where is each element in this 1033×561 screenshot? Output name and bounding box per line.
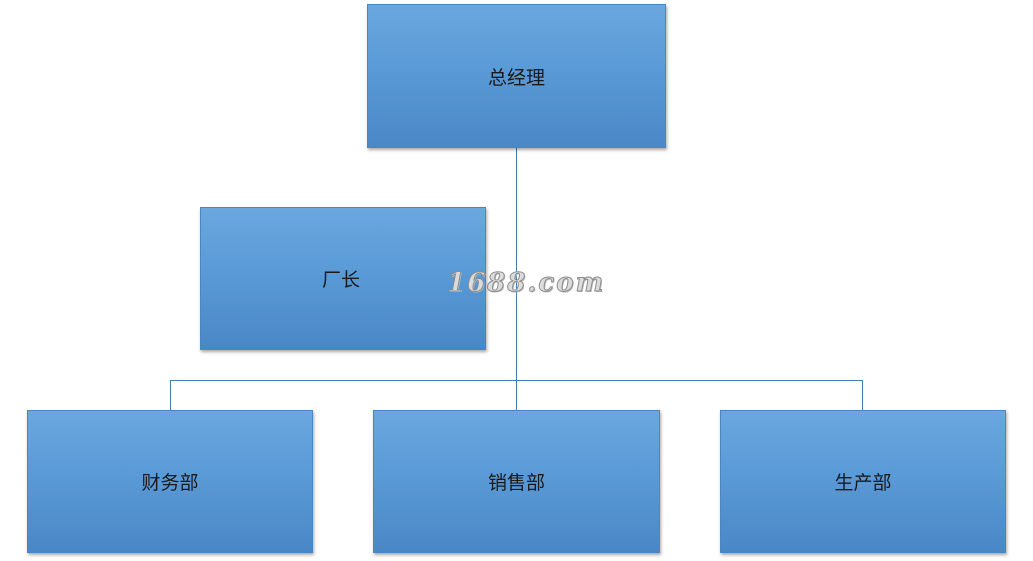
connector-drop-left (170, 380, 171, 411)
node-factory-director: 厂长 (200, 207, 486, 350)
node-finance-department: 财务部 (27, 410, 313, 553)
node-label: 生产部 (834, 472, 892, 494)
node-general-manager: 总经理 (367, 4, 666, 148)
connector-drop-center (516, 380, 517, 411)
node-label: 厂长 (321, 269, 360, 291)
node-label: 财务部 (141, 472, 199, 494)
node-production-department: 生产部 (720, 410, 1006, 553)
watermark-text: 1688.com (446, 268, 606, 299)
connector-vertical-main (516, 148, 517, 381)
connector-drop-right (862, 380, 863, 411)
node-label: 销售部 (487, 472, 545, 494)
node-sales-department: 销售部 (373, 410, 660, 553)
node-label: 总经理 (487, 66, 545, 89)
